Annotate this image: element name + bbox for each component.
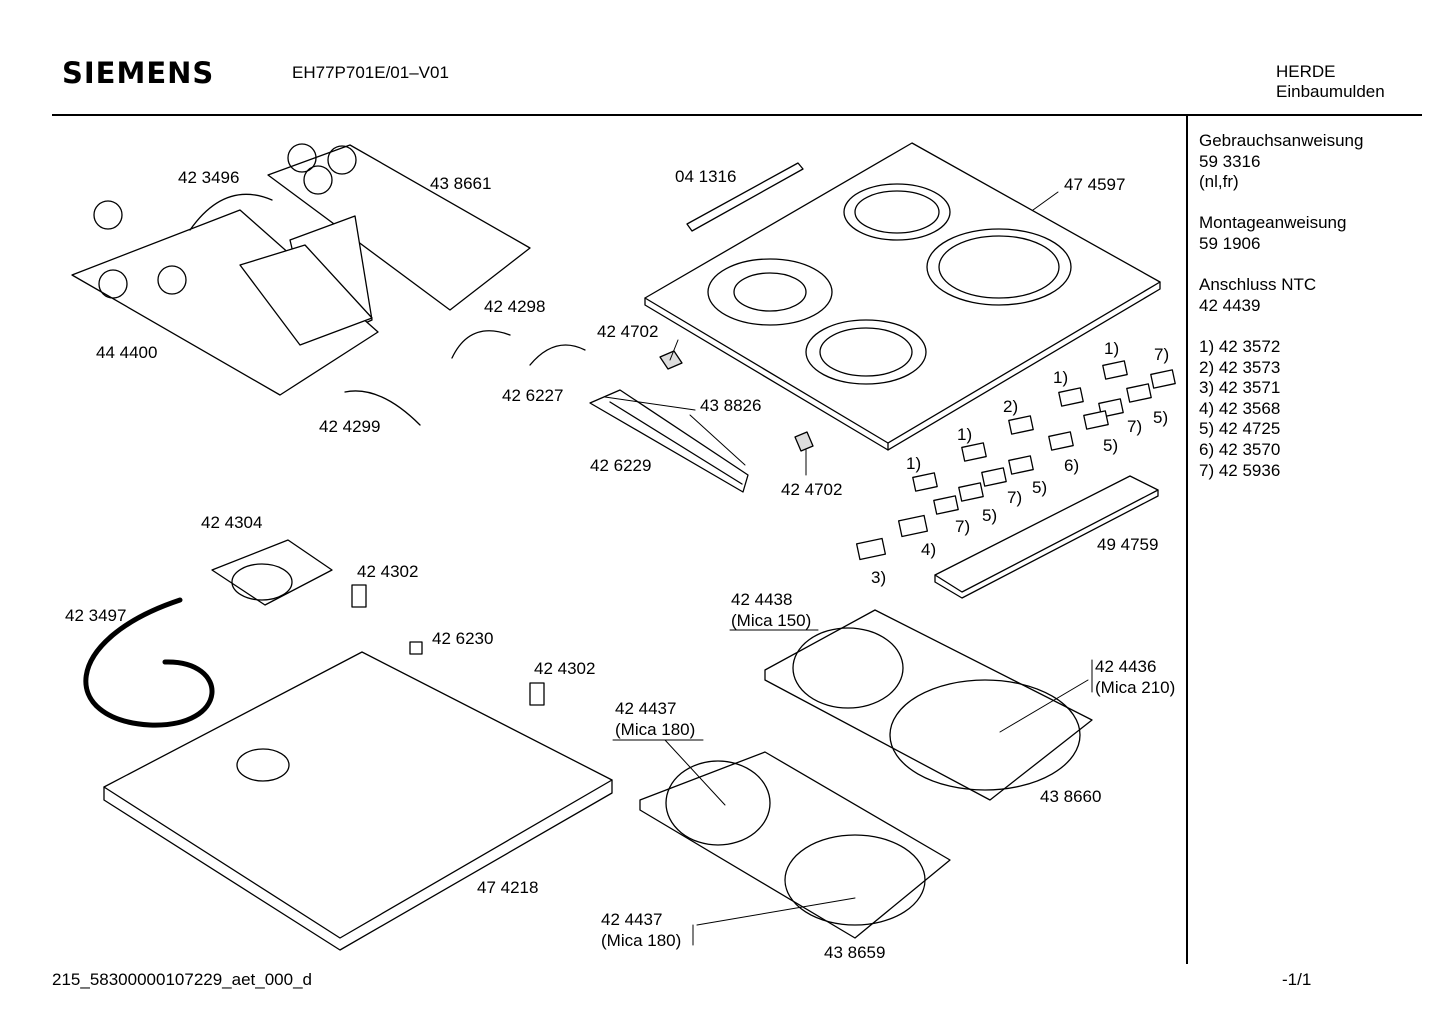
part-label: 42 3497 (65, 606, 127, 625)
glass-cooktop (644, 142, 1161, 451)
install-number: 59 1906 (1199, 233, 1261, 253)
part-label: 42 4302 (534, 659, 596, 678)
page-number: -1/1 (1282, 970, 1312, 989)
category: HERDE Einbaumulden (1276, 62, 1385, 102)
trim-strip (686, 162, 804, 232)
control-board (934, 475, 1159, 599)
part-label: 42 4436 (1095, 657, 1157, 676)
clip (659, 350, 683, 370)
part-label: 42 4304 (201, 513, 263, 532)
part-label: 42 4702 (781, 480, 843, 499)
ntc-title: Anschluss NTC (1199, 275, 1317, 294)
ntc-note: Anschluss NTC 42 4439 (1199, 275, 1316, 316)
install-title: Montageanweisung (1199, 213, 1347, 232)
part-label: 04 1316 (675, 167, 737, 186)
callout: 7) (955, 517, 971, 536)
category-line2: Einbaumulden (1276, 82, 1385, 101)
callout: 5) (982, 506, 998, 525)
cable-loop (83, 597, 215, 728)
part-label: 47 4597 (1064, 175, 1126, 194)
manual-langs: (nl,fr) (1199, 172, 1239, 192)
callout: 1) (906, 454, 922, 473)
heating-plate-lower (639, 751, 951, 939)
install-note: Montageanweisung 59 1906 (1199, 213, 1346, 254)
footnote-item: 3) 42 3571 (1199, 378, 1281, 398)
cable (451, 330, 511, 359)
cable (529, 344, 586, 366)
part-label: 42 4298 (484, 297, 546, 316)
part-label: 42 6230 (432, 629, 494, 648)
model-number: EH77P701E/01–V01 (292, 63, 449, 82)
callout: 2) (1003, 397, 1019, 416)
part-label-note: (Mica 150) (731, 611, 812, 630)
callout: 1) (1053, 368, 1069, 387)
side-rule (1186, 116, 1188, 964)
part-label-note: (Mica 210) (1095, 678, 1176, 697)
callout: 7) (1154, 345, 1170, 364)
footnote-item: 1) 42 3572 (1199, 337, 1281, 356)
callout: 7) (1007, 488, 1023, 507)
part-label: 42 6229 (590, 456, 652, 475)
heating-plate-upper (764, 609, 1093, 801)
part-label: 43 8659 (824, 943, 886, 962)
callout: 7) (1127, 417, 1143, 436)
part-label: 42 3496 (178, 168, 240, 187)
manual-title: Gebrauchsanweisung (1199, 131, 1364, 150)
callout: 6) (1064, 456, 1080, 475)
part-label: 43 8661 (430, 174, 492, 193)
brand-logo: SIEMENS (62, 56, 215, 90)
part-label: 43 8660 (1040, 787, 1102, 806)
clip-small (409, 641, 423, 655)
cooling-fan (211, 539, 333, 606)
part-label: 42 4437 (601, 910, 663, 929)
power-board-lower (71, 209, 379, 396)
category-line1: HERDE (1276, 62, 1336, 81)
manual-number: 59 3316 (1199, 151, 1261, 171)
part-label: 42 4438 (731, 590, 793, 609)
part-label: 47 4218 (477, 878, 539, 897)
callout: 4) (921, 540, 937, 559)
footnote-item: 5) 42 4725 (1199, 419, 1281, 439)
part-label: 43 8826 (700, 396, 762, 415)
callout: 1) (957, 425, 973, 444)
cable (344, 390, 421, 426)
clip (794, 431, 814, 452)
part-label: 44 4400 (96, 343, 158, 362)
base-housing (103, 651, 613, 951)
footnote-list: 1) 42 3572 2) 42 3573 3) 42 3571 4) 42 3… (1199, 337, 1280, 481)
header-rule (52, 114, 1422, 116)
part-label: 42 6227 (502, 386, 564, 405)
toroid-coil (93, 200, 123, 230)
callout: 3) (871, 568, 887, 587)
spring (529, 682, 545, 706)
cable (189, 193, 273, 231)
bracket (589, 389, 749, 493)
callout: 1) (1104, 339, 1120, 358)
callout: 5) (1103, 436, 1119, 455)
document-id: 215_58300000107229_aet_000_d (52, 970, 312, 989)
footnote-item: 7) 42 5936 (1199, 460, 1281, 480)
footnote-item: 4) 42 3568 (1199, 398, 1281, 418)
spring (351, 584, 367, 608)
manual-note: Gebrauchsanweisung 59 3316 (nl,fr) (1199, 131, 1363, 193)
ntc-number: 42 4439 (1199, 295, 1261, 315)
callout: 5) (1032, 478, 1048, 497)
footnote-item: 6) 42 3570 (1199, 439, 1281, 459)
leader-lines (604, 191, 1093, 946)
part-label: 42 4437 (615, 699, 677, 718)
part-label-note: (Mica 180) (601, 931, 682, 950)
callout: 5) (1153, 408, 1169, 427)
exploded-view-drawing (71, 142, 1176, 951)
part-label: 42 4299 (319, 417, 381, 436)
part-label: 42 4302 (357, 562, 419, 581)
part-label-note: (Mica 180) (615, 720, 696, 739)
part-label: 49 4759 (1097, 535, 1159, 554)
part-label: 42 4702 (597, 322, 659, 341)
control-keys (855, 360, 1176, 561)
footnote-item: 2) 42 3573 (1199, 357, 1281, 377)
